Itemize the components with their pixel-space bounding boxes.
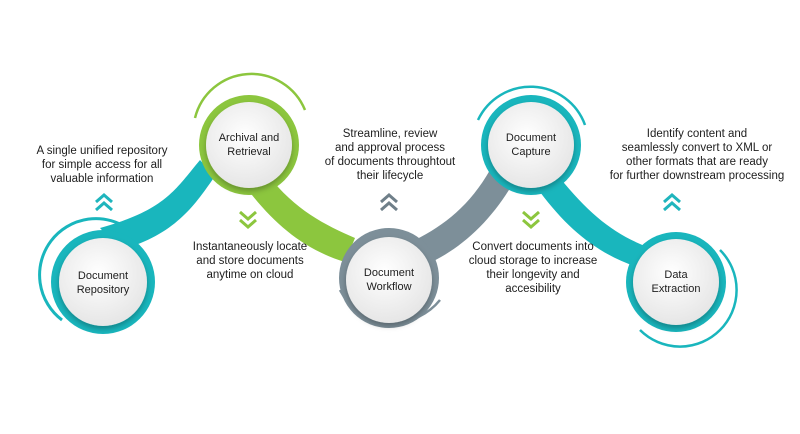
node-document-repository (59, 238, 147, 326)
node-label-document-repository: Document Repository (76, 270, 130, 296)
description-repository: A single unified repository for simple a… (36, 145, 168, 185)
description-extraction: Identify content and seamlessly convert … (609, 128, 785, 182)
ribbon-archival-workflow (248, 175, 355, 262)
node-data-extraction (633, 239, 719, 325)
ring-document-repository (38, 217, 131, 322)
chevron-down-icon (239, 210, 257, 229)
ribbon-capture-extraction (540, 178, 650, 268)
ring-archival-and-retrieval (193, 72, 307, 119)
ribbon-workflow-capture (415, 170, 512, 265)
node-label-data-extraction: Data Extraction (651, 269, 701, 295)
node-document-workflow (346, 237, 432, 323)
ring-data-extraction (639, 249, 738, 348)
description-capture: Convert documents into cloud storage to … (468, 241, 598, 295)
node-archival-and-retrieval (206, 102, 292, 188)
chevron-up-icon (380, 193, 398, 212)
chevron-up-icon (663, 193, 681, 212)
chevron-up-icon (95, 193, 113, 212)
node-label-document-capture: Document Capture (505, 132, 557, 158)
chevron-down-icon (522, 210, 540, 229)
description-workflow: Streamline, review and approval process … (324, 128, 456, 182)
node-label-archival-and-retrieval: Archival and Retrieval (218, 132, 280, 158)
node-label-document-workflow: Document Workflow (363, 267, 415, 293)
description-archival: Instantaneously locate and store documen… (192, 241, 308, 281)
ring-document-capture (476, 85, 587, 126)
node-document-capture (488, 102, 574, 188)
